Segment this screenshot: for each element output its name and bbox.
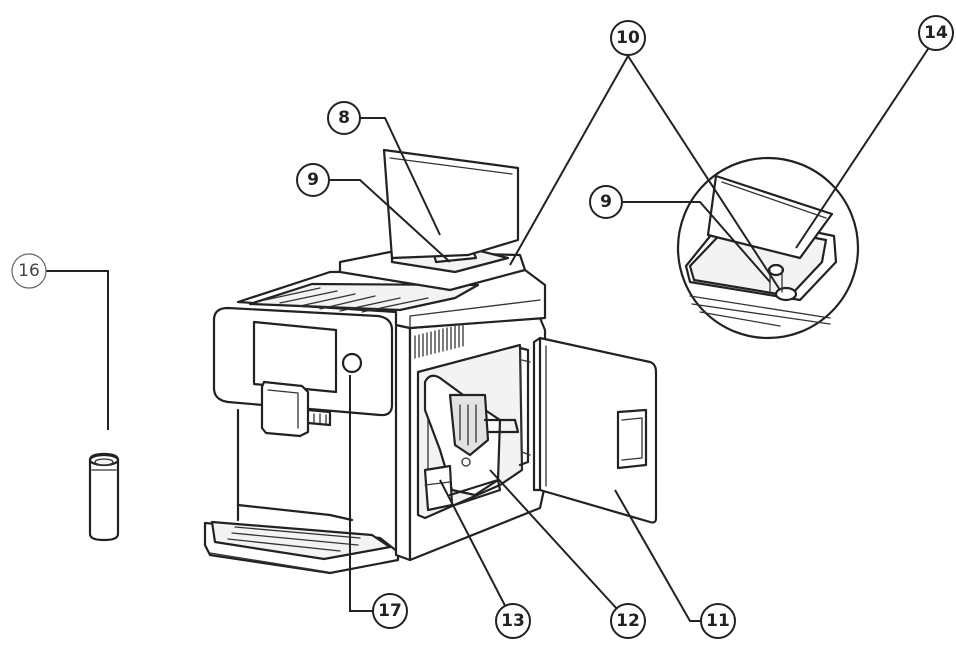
svg-text:9: 9 [600,192,612,212]
leader-10-a [509,55,629,266]
leader-16 [46,270,109,430]
svg-text:14: 14 [924,23,948,43]
callouts: 8 9 10 9 14 16 17 13 [11,15,954,639]
side-door [532,336,658,524]
leader-9-top [330,179,451,263]
callout-12: 12 [610,603,646,639]
door-handle [616,408,648,470]
cleaning-tube [88,452,120,542]
callout-9-detail: 9 [589,185,623,219]
leader-17 [349,375,373,612]
coffee-machine [203,148,658,575]
leader-12 [489,469,629,622]
detail-inset [676,156,860,340]
svg-text:13: 13 [501,611,525,631]
leader-8 [360,117,441,236]
callout-10: 10 [610,20,646,56]
leader-14 [795,36,937,249]
dial-knob [341,352,363,374]
callout-13: 13 [495,603,531,639]
callout-16: 16 [11,253,47,289]
svg-text:11: 11 [706,611,730,631]
leader-9-detail [623,201,771,283]
leader-13 [439,479,514,622]
svg-text:10: 10 [616,28,640,48]
callout-11: 11 [700,603,736,639]
svg-text:16: 16 [18,261,40,281]
bean-hopper [338,148,527,292]
callout-17: 17 [372,593,408,629]
leader-10-b [627,55,781,291]
hopper-lid [382,148,520,260]
callout-9-top: 9 [296,163,330,197]
svg-text:9: 9 [307,170,319,190]
callout-8: 8 [327,101,361,135]
leader-lines [46,36,937,622]
svg-text:17: 17 [378,601,402,621]
drip-tray [203,520,400,575]
callout-14: 14 [918,15,954,51]
svg-text:8: 8 [338,108,350,128]
grounds-container [423,464,454,512]
svg-text:12: 12 [616,611,640,631]
side-compartment [416,343,531,520]
